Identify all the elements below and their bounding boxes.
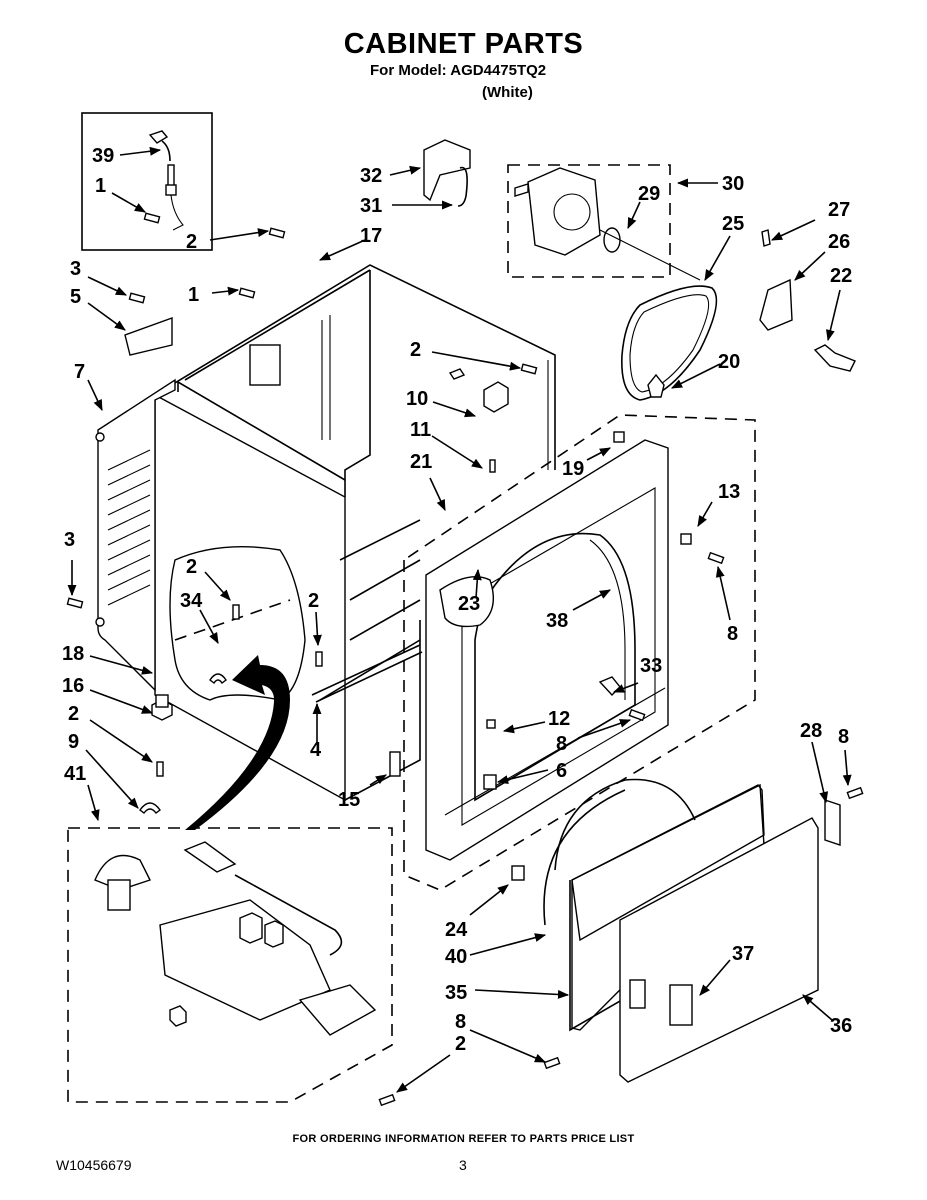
callout-labels: 39 1 32 31 29 30 27 25 26 22 3 2 17 5 1 … <box>62 145 852 1055</box>
callout-24: 24 <box>445 919 468 941</box>
page-number: 3 <box>459 1157 467 1173</box>
callout-19: 19 <box>562 458 584 480</box>
glide-part <box>647 373 665 398</box>
callout-25: 25 <box>722 213 744 235</box>
callout-8: 8 <box>556 733 567 755</box>
callout-39: 39 <box>92 145 114 167</box>
callout-28: 28 <box>800 720 822 742</box>
callout-8: 8 <box>455 1011 466 1033</box>
burner-assembly-box <box>67 827 393 1103</box>
callout-5: 5 <box>70 286 81 308</box>
callout-3: 3 <box>64 529 75 551</box>
callout-18: 18 <box>62 643 84 665</box>
cabinet-frame <box>95 264 556 830</box>
callout-20: 20 <box>718 351 740 373</box>
front-panel-box <box>403 414 756 891</box>
callout-2: 2 <box>186 231 197 253</box>
callout-12: 12 <box>548 708 570 730</box>
callout-29: 29 <box>638 183 660 205</box>
door-assembly <box>543 778 819 1083</box>
model-line: For Model: AGD4475TQ2 <box>370 62 547 79</box>
page-title: CABINET PARTS <box>343 28 584 60</box>
drive-belt-part <box>621 285 718 401</box>
callout-2: 2 <box>186 556 197 578</box>
document-number: W10456679 <box>56 1157 132 1173</box>
callout-27: 27 <box>828 199 850 221</box>
harness-bracket-part <box>423 139 471 207</box>
callout-21: 21 <box>410 451 432 473</box>
door-switch-part <box>483 381 509 413</box>
callout-8: 8 <box>838 726 849 748</box>
callout-6: 6 <box>556 760 567 782</box>
idler-bracket-part <box>759 278 793 331</box>
leader-lines <box>67 146 852 1093</box>
callout-7: 7 <box>74 361 85 383</box>
callout-40: 40 <box>445 946 467 968</box>
gas-valve-burner-part <box>94 841 377 1036</box>
callout-1: 1 <box>188 284 199 306</box>
callout-23: 23 <box>458 593 480 615</box>
idler-pulley-part <box>813 344 856 372</box>
callout-11: 11 <box>410 419 431 441</box>
callout-37: 37 <box>732 943 754 965</box>
callout-2: 2 <box>308 590 319 612</box>
route-arrow-icon <box>185 655 290 830</box>
inset-box <box>81 112 213 251</box>
ordering-note: FOR ORDERING INFORMATION REFER TO PARTS … <box>292 1133 635 1145</box>
callout-4: 4 <box>310 739 322 761</box>
callout-2: 2 <box>68 703 79 725</box>
callout-36: 36 <box>830 1015 852 1037</box>
callout-26: 26 <box>828 231 850 253</box>
callout-30: 30 <box>722 173 744 195</box>
drive-motor-part <box>514 167 701 281</box>
callout-10: 10 <box>406 388 428 410</box>
callout-3: 3 <box>70 258 81 280</box>
callout-31: 31 <box>360 195 382 217</box>
color-variant: (White) <box>482 84 533 101</box>
callout-15: 15 <box>338 789 360 811</box>
callout-2: 2 <box>410 339 421 361</box>
callout-35: 35 <box>445 982 467 1004</box>
callout-33: 33 <box>640 655 662 677</box>
motor-assembly-box <box>507 164 671 278</box>
callout-34: 34 <box>180 590 203 612</box>
igniter-part <box>148 130 184 231</box>
front-panel-part <box>425 439 669 861</box>
callout-1: 1 <box>95 175 106 197</box>
callout-16: 16 <box>62 675 84 697</box>
callout-38: 38 <box>546 610 568 632</box>
callout-9: 9 <box>68 731 79 753</box>
door-hinge-part <box>824 799 841 846</box>
callout-17: 17 <box>360 225 382 247</box>
callout-13: 13 <box>718 481 740 503</box>
door-strike-part <box>511 865 525 881</box>
callout-2: 2 <box>455 1033 466 1055</box>
callout-41: 41 <box>64 763 86 785</box>
callout-22: 22 <box>830 265 852 287</box>
callout-8: 8 <box>727 623 738 645</box>
callout-32: 32 <box>360 165 382 187</box>
